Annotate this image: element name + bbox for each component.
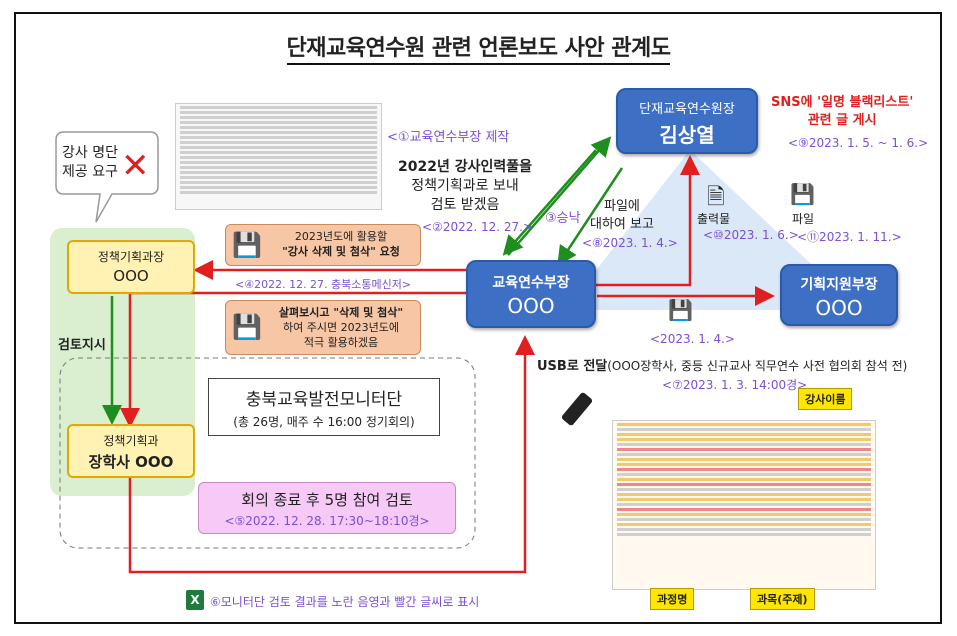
monitor-group-box: 충북교육발전모니터단 (총 26명, 매주 수 16:00 정기회의) [208,378,440,436]
callout-subject: 과목(주제) [750,588,815,610]
monitor-group-boundary [59,357,476,549]
sns-note: SNS에 '일명 블랙리스트' 관련 글 게시 [771,95,914,128]
review-instruction-label: 검토지시 [58,338,106,353]
printout-date: <⑩2023. 1. 6.> [703,228,799,242]
lecturer-list-request: 강사 명단 제공 요구 [62,145,118,180]
floppy-disk-icon: 💾 [232,231,262,259]
approval-label: ③승낙 [545,211,581,226]
file-label: 파일 [792,212,815,226]
printout-label: 출력물 [697,212,731,226]
arrow-edu-to-director-red [595,155,700,287]
cross-mark-icon: ✕ [121,146,150,186]
reviewed-sheet-thumbnail [612,420,876,590]
diagram-frame [14,12,942,624]
arrow-report [557,167,624,267]
document-icon: 🗎 [707,185,725,210]
director-node: 단재교육연수원장 김상열 [616,88,758,154]
pool-review-note: 2022년 강사인력풀을 정책기획과로 보내 검토 받겠음 [398,159,532,213]
arrow-director-to-edu [502,149,597,256]
review-request-box: 💾 살펴보시고 "삭제 및 첨삭" 하여 주시면 2023년도에 적극 활용하겠… [225,300,421,355]
file-date: <⑪2023. 1. 11.> [797,230,902,244]
diagram-title: 단재교육연수원 관련 언론보도 사안 관계도 [0,30,957,65]
callout-lecturer: 강사이름 [798,388,853,410]
sns-date: <⑨2023. 1. 5. ~ 1. 6.> [788,136,929,150]
request-bubble [55,131,159,223]
lecturer-pool-sheet-thumbnail [175,103,382,210]
monitor-result-note: ⑥모니터단 검토 결과를 노란 음영과 빨간 글씨로 표시 [210,595,480,609]
callout-course: 과정명 [650,588,695,610]
usb-date: <2023. 1. 4.> [650,332,735,346]
report-date: <⑧2023. 1. 4.> [582,236,678,250]
floppy-disk-icon: 💾 [232,313,262,341]
arrow-edu-to-director [507,136,612,256]
floppy-disk-icon: 💾 [668,298,693,322]
scholar-node: 정책기획과 장학사 OOO [67,424,195,478]
floppy-disk-icon: 💾 [790,182,815,206]
usb-date2: <⑦2023. 1. 3. 14:00경> [662,378,808,392]
request-box: 💾 2023년도에 활용할 "강사 삭제 및 첨삭" 요청 [225,224,421,266]
policy-chief-node: 정책기획과장 OOO [67,240,195,294]
messenger-date: <④2022. 12. 27. 충북소통메신저> [235,278,412,291]
edu-head-node: 교육연수부장 OOO [466,260,596,328]
arrow-scholar-to-edu [128,335,535,574]
report-note: 파일에 대하여 보고 [590,199,654,232]
usb-transfer-note: USB로 전달(OOO장학사, 중등 신규교사 직무연수 사전 협의회 참석 전… [537,359,908,374]
pool-date: <②2022. 12. 27.> [422,220,534,234]
excel-icon: X [186,590,204,610]
made-by-label: <①교육연수부장 제작 [387,130,510,145]
meeting-box: 회의 종료 후 5명 참여 검토 <⑤2022. 12. 28. 17:30~1… [198,482,456,534]
plan-head-node: 기획지원부장 OOO [780,264,898,326]
